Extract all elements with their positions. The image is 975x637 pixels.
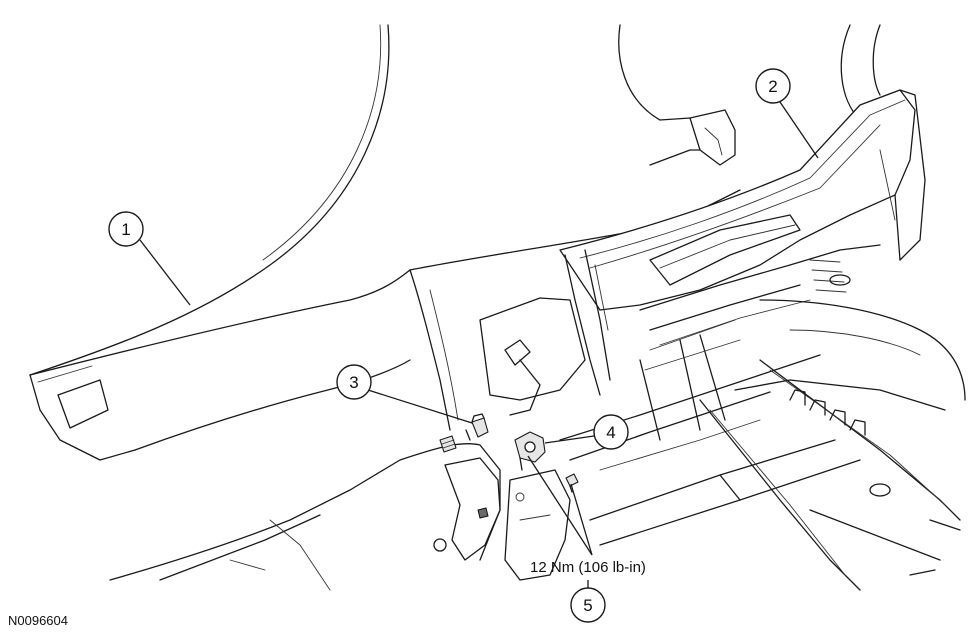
torque-spec-label: 12 Nm (106 lb-in) (530, 559, 646, 576)
callout-1-label: 1 (121, 220, 130, 239)
callout-4: 4 (544, 414, 629, 450)
bracket-part-4 (514, 431, 546, 471)
upper-body-structure (618, 24, 881, 166)
package-tray-trim (559, 89, 926, 311)
callout-5: 5 (527, 455, 606, 623)
callout-1: 1 (108, 211, 191, 306)
bolt-part-5 (565, 473, 579, 493)
callout-3: 3 (336, 364, 473, 424)
callout-5-label: 5 (583, 596, 592, 615)
quarter-trim-panel (29, 24, 741, 591)
trunk-floor (589, 274, 966, 591)
clip-part-3 (465, 413, 489, 441)
figure-id-label: N0096604 (8, 613, 68, 628)
callout-2: 2 (755, 68, 819, 159)
callout-3-label: 3 (349, 373, 358, 392)
wheel-well-area (399, 443, 571, 581)
inner-body-structure (409, 244, 881, 471)
callout-2-label: 2 (768, 77, 777, 96)
connector-part (439, 435, 457, 453)
callout-4-label: 4 (606, 423, 615, 442)
